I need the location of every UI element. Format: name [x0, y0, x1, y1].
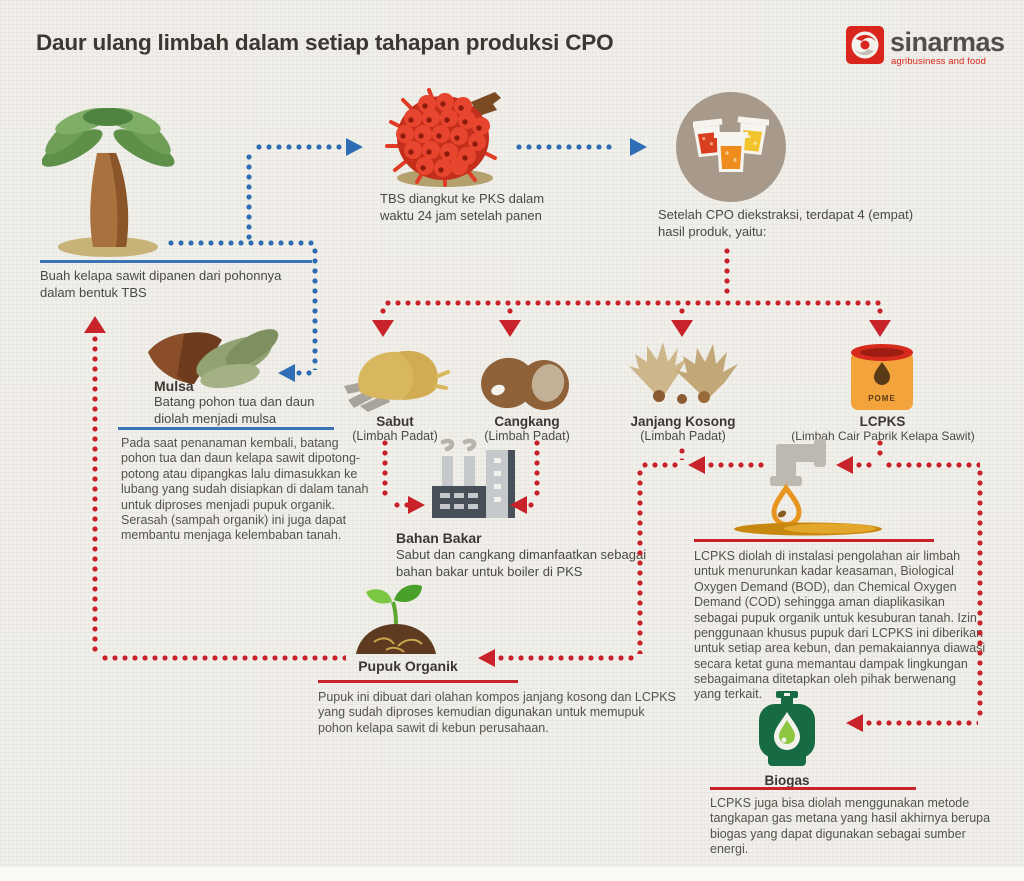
pupuk-divider — [318, 680, 518, 683]
biogas-divider — [710, 787, 916, 790]
arrow-tbs-to-extraction-h — [514, 144, 616, 150]
arrow-cangkang-to-factory-arrow — [510, 496, 527, 514]
sinarmas-logo-icon — [846, 26, 884, 64]
arrow-sabut-to-factory-arrow — [408, 496, 425, 514]
arrow-to-pupuk-h — [496, 655, 638, 661]
arrow-sabut-to-factory-h — [392, 502, 408, 508]
lcpks-treatment-paragraph: LCPKS diolah di instalasi pengolahan air… — [694, 549, 986, 702]
arrow-lcpks-to-biogas-v — [977, 468, 983, 718]
arrow-lcpks-to-biogas-h2 — [864, 720, 978, 726]
tbs-caption: TBS diangkut ke PKS dalam waktu 24 jam s… — [380, 191, 545, 223]
arrow-lcpks-down-v — [877, 438, 883, 460]
bottom-strip — [0, 867, 1024, 881]
arrow-sabut-drop-v — [380, 306, 386, 318]
arrow-extraction-down-v — [724, 246, 730, 298]
arrow-junction-left-h — [640, 462, 680, 468]
arrow-lcpks-to-biogas-h1 — [884, 462, 980, 468]
pome-barrel-icon: POME — [851, 352, 913, 410]
extraction-beakers-icon — [693, 116, 769, 172]
arrow-pupuk-loop-h — [100, 655, 346, 661]
arrow-junction-down-v — [637, 468, 643, 654]
arrow-sabut-drop-arrow — [372, 320, 394, 337]
arrow-pupuk-arrow — [478, 649, 495, 667]
arrow-loop-to-palm-arrow — [84, 316, 106, 333]
bahan-bakar-caption: Sabut dan cangkang dimanfaatkan sebagai … — [396, 547, 647, 579]
extraction-caption: Setelah CPO diekstraksi, terdapat 4 (emp… — [658, 207, 914, 239]
arrow-pupuk-loop-v — [92, 334, 98, 656]
bahan-bakar-label: Bahan Bakar — [396, 530, 482, 546]
cangkang-sublabel: (Limbah Padat) — [484, 429, 570, 443]
arrow-janjang-drop-arrow — [671, 320, 693, 337]
arrow-palm-to-tbs-h1 — [166, 240, 316, 246]
palm-caption: Buah kelapa sawit dipanen dari pohonnya … — [40, 268, 282, 300]
arrow-tbs-to-extraction-arrow — [630, 138, 647, 156]
arrow-cangkang-to-factory-v — [534, 438, 540, 496]
arrow-biogas-arrow — [846, 714, 863, 732]
cangkang-icon — [481, 357, 569, 410]
arrow-lcpks-drop-v — [877, 306, 883, 318]
pupuk-organik-label: Pupuk Organik — [358, 658, 458, 674]
arrow-palm-to-tbs-arrow — [346, 138, 363, 156]
sabut-label: Sabut — [376, 414, 414, 429]
arrow-lcpks-to-faucet-arrow — [836, 456, 853, 474]
pupuk-organik-paragraph: Pupuk ini dibuat dari olahan kompos janj… — [318, 690, 676, 735]
arrow-products-spine-h — [383, 300, 882, 306]
lcpks-treatment-divider — [694, 539, 934, 542]
mulsa-label: Mulsa — [154, 378, 194, 394]
page-title: Daur ulang limbah dalam setiap tahapan p… — [36, 30, 614, 55]
factory-icon — [432, 438, 515, 518]
logo-wordmark: sinarmas — [890, 27, 1005, 57]
seedling-icon — [356, 584, 436, 654]
lcpks-sublabel: (Limbah Cair Pabrik Kelapa Sawit) — [791, 429, 975, 443]
arrow-cangkang-to-factory-h — [526, 502, 534, 508]
logo-tagline: agribusiness and food — [891, 56, 987, 67]
janjang-kosong-sublabel: (Limbah Padat) — [640, 429, 726, 443]
arrow-lcpks-drop-arrow — [869, 320, 891, 337]
biogas-cylinder-icon — [759, 691, 815, 766]
biogas-label: Biogas — [764, 773, 810, 788]
janjang-kosong-label: Janjang Kosong — [630, 414, 736, 429]
pome-barrel-text: POME — [868, 394, 896, 403]
arrow-janjang-drop-v — [679, 306, 685, 318]
janjang-kosong-icon — [629, 342, 738, 404]
arrow-branch-to-mulsa-h — [294, 370, 314, 376]
arrow-faucet-to-junction-h — [706, 462, 768, 468]
lcpks-label: LCPKS — [859, 414, 906, 429]
mulsa-caption: Batang pohon tua dan daun diolah menjadi… — [154, 394, 315, 426]
mulsa-divider — [118, 427, 334, 430]
arrow-cangkang-drop-arrow — [499, 320, 521, 337]
cangkang-label: Cangkang — [494, 414, 560, 429]
palm-divider — [40, 260, 312, 263]
tbs-bunch-icon — [385, 88, 501, 187]
mulsa-paragraph: Pada saat penanaman kembali, batang poho… — [121, 436, 369, 543]
biogas-paragraph: LCPKS juga bisa diolah menggunakan metod… — [710, 796, 991, 857]
mulsa-icon — [148, 329, 279, 389]
arrow-cangkang-drop-v — [507, 306, 513, 318]
arrow-palm-to-tbs-h2 — [254, 144, 344, 150]
arrow-branch-to-mulsa-v — [312, 246, 318, 370]
arrow-palm-to-tbs-v — [246, 152, 252, 241]
arrow-faucet-to-junction-arrow — [688, 456, 705, 474]
palm-tree-icon — [42, 108, 175, 257]
sabut-icon — [344, 350, 450, 412]
arrow-mulsa-arrow — [278, 364, 295, 382]
sabut-sublabel: (Limbah Padat) — [352, 429, 438, 443]
arrow-lcpks-to-faucet-h — [854, 462, 874, 468]
arrow-sabut-to-factory-v — [382, 438, 388, 498]
pome-barrel-lid-inner — [860, 348, 904, 357]
faucet-icon — [734, 439, 882, 536]
arrow-janjang-down-v — [679, 446, 685, 460]
